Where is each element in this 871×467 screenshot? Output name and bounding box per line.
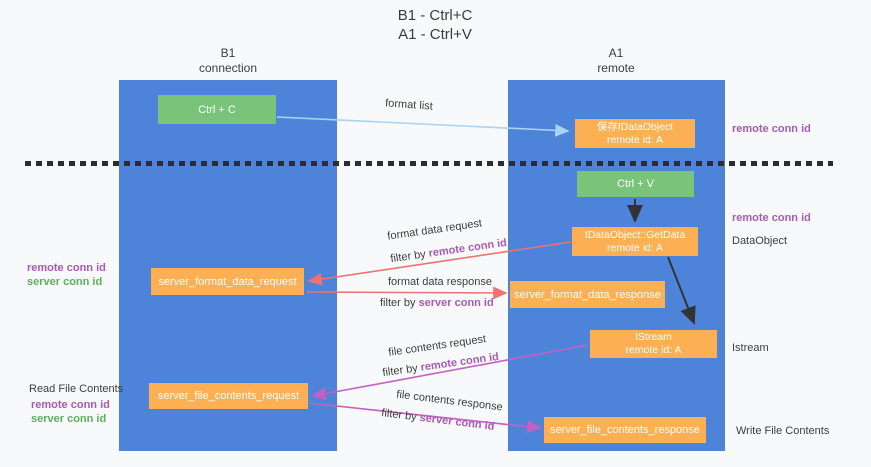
node-server-format-data-response: server_format_data_response [510, 281, 665, 308]
label-format-data-request-filter: filter by remote conn id [390, 237, 508, 265]
label-left-remote-conn-id: remote conn id [27, 262, 106, 274]
node-getdata-line2: remote id: A [606, 241, 664, 254]
node-istream-line1: IStream [635, 331, 672, 343]
machine-boundary-dashed-line [25, 161, 833, 166]
filter-by-text: filter by [389, 247, 430, 266]
label-write-file-contents: Write File Contents [736, 425, 830, 437]
node-save-idataobject: 保存IDataObject remote id: A [575, 119, 695, 148]
label-right-remote-conn-id-2: remote conn id [732, 212, 811, 224]
node-istream-line2: remote id: A [625, 344, 682, 356]
label-format-list: format list [384, 97, 434, 113]
label-dataobject: DataObject [732, 235, 788, 247]
node-server-file-contents-request-label: server_file_contents_request [157, 390, 300, 402]
node-ctrl-c-label: Ctrl + C [198, 103, 236, 116]
remote-conn-id-key: remote conn id [427, 236, 508, 260]
diagram-title: B1 - Ctrl+C A1 - Ctrl+V [335, 6, 535, 44]
title-line-2: A1 - Ctrl+V [398, 26, 472, 43]
server-conn-id-key: server conn id [418, 297, 494, 309]
left-column-header: B1 connection [158, 46, 298, 76]
node-ctrl-c: Ctrl + C [158, 95, 276, 124]
filter-by-text: filter by [380, 297, 419, 309]
label-format-data-request: format data request [386, 217, 483, 243]
right-column-header: A1 remote [546, 46, 686, 76]
left-column-role: connection [198, 61, 258, 75]
right-column-role: remote [597, 61, 635, 75]
node-server-format-data-request: server_format_data_request [151, 268, 304, 295]
label-read-file-contents: Read File Contents [29, 383, 124, 395]
label-left-server-conn-id-2: server conn id [31, 413, 107, 425]
left-column-name: B1 [220, 46, 236, 60]
title-line-1: B1 - Ctrl+C [397, 7, 473, 24]
right-column-name: A1 [608, 46, 624, 60]
node-server-format-data-request-label: server_format_data_request [158, 275, 297, 288]
node-save-idataobject-line2: remote id: A [606, 133, 664, 146]
node-idataobject-getdata: IDataObject::GetData remote id: A [572, 227, 698, 256]
server-conn-id-key: server conn id [418, 411, 496, 433]
node-server-format-data-response-label: server_format_data_response [514, 288, 661, 301]
label-istream: Istream [732, 342, 769, 354]
node-server-file-contents-response-label: server_file_contents_response [550, 424, 700, 436]
filter-by-text: filter by [381, 361, 422, 380]
label-right-remote-conn-id: remote conn id [732, 123, 811, 135]
node-ctrl-v-label: Ctrl + V [617, 178, 654, 190]
node-server-file-contents-request: server_file_contents_request [149, 383, 308, 409]
node-getdata-line1: IDataObject::GetData [584, 228, 686, 241]
node-server-file-contents-response: server_file_contents_response [544, 417, 706, 443]
label-format-data-response-filter: filter by server conn id [380, 297, 494, 309]
label-file-contents-response: file contents response [395, 388, 504, 414]
node-ctrl-v: Ctrl + V [577, 171, 694, 197]
label-file-contents-response-filter: filter by server conn id [381, 407, 495, 433]
label-format-data-response: format data response [388, 276, 492, 288]
label-left-remote-conn-id-2: remote conn id [31, 399, 110, 411]
remote-conn-id-key: remote conn id [419, 350, 500, 374]
node-istream: IStream remote id: A [590, 330, 717, 358]
label-left-server-conn-id: server conn id [27, 276, 103, 288]
node-save-idataobject-line1: 保存IDataObject [596, 120, 674, 133]
filter-by-text: filter by [380, 407, 421, 424]
